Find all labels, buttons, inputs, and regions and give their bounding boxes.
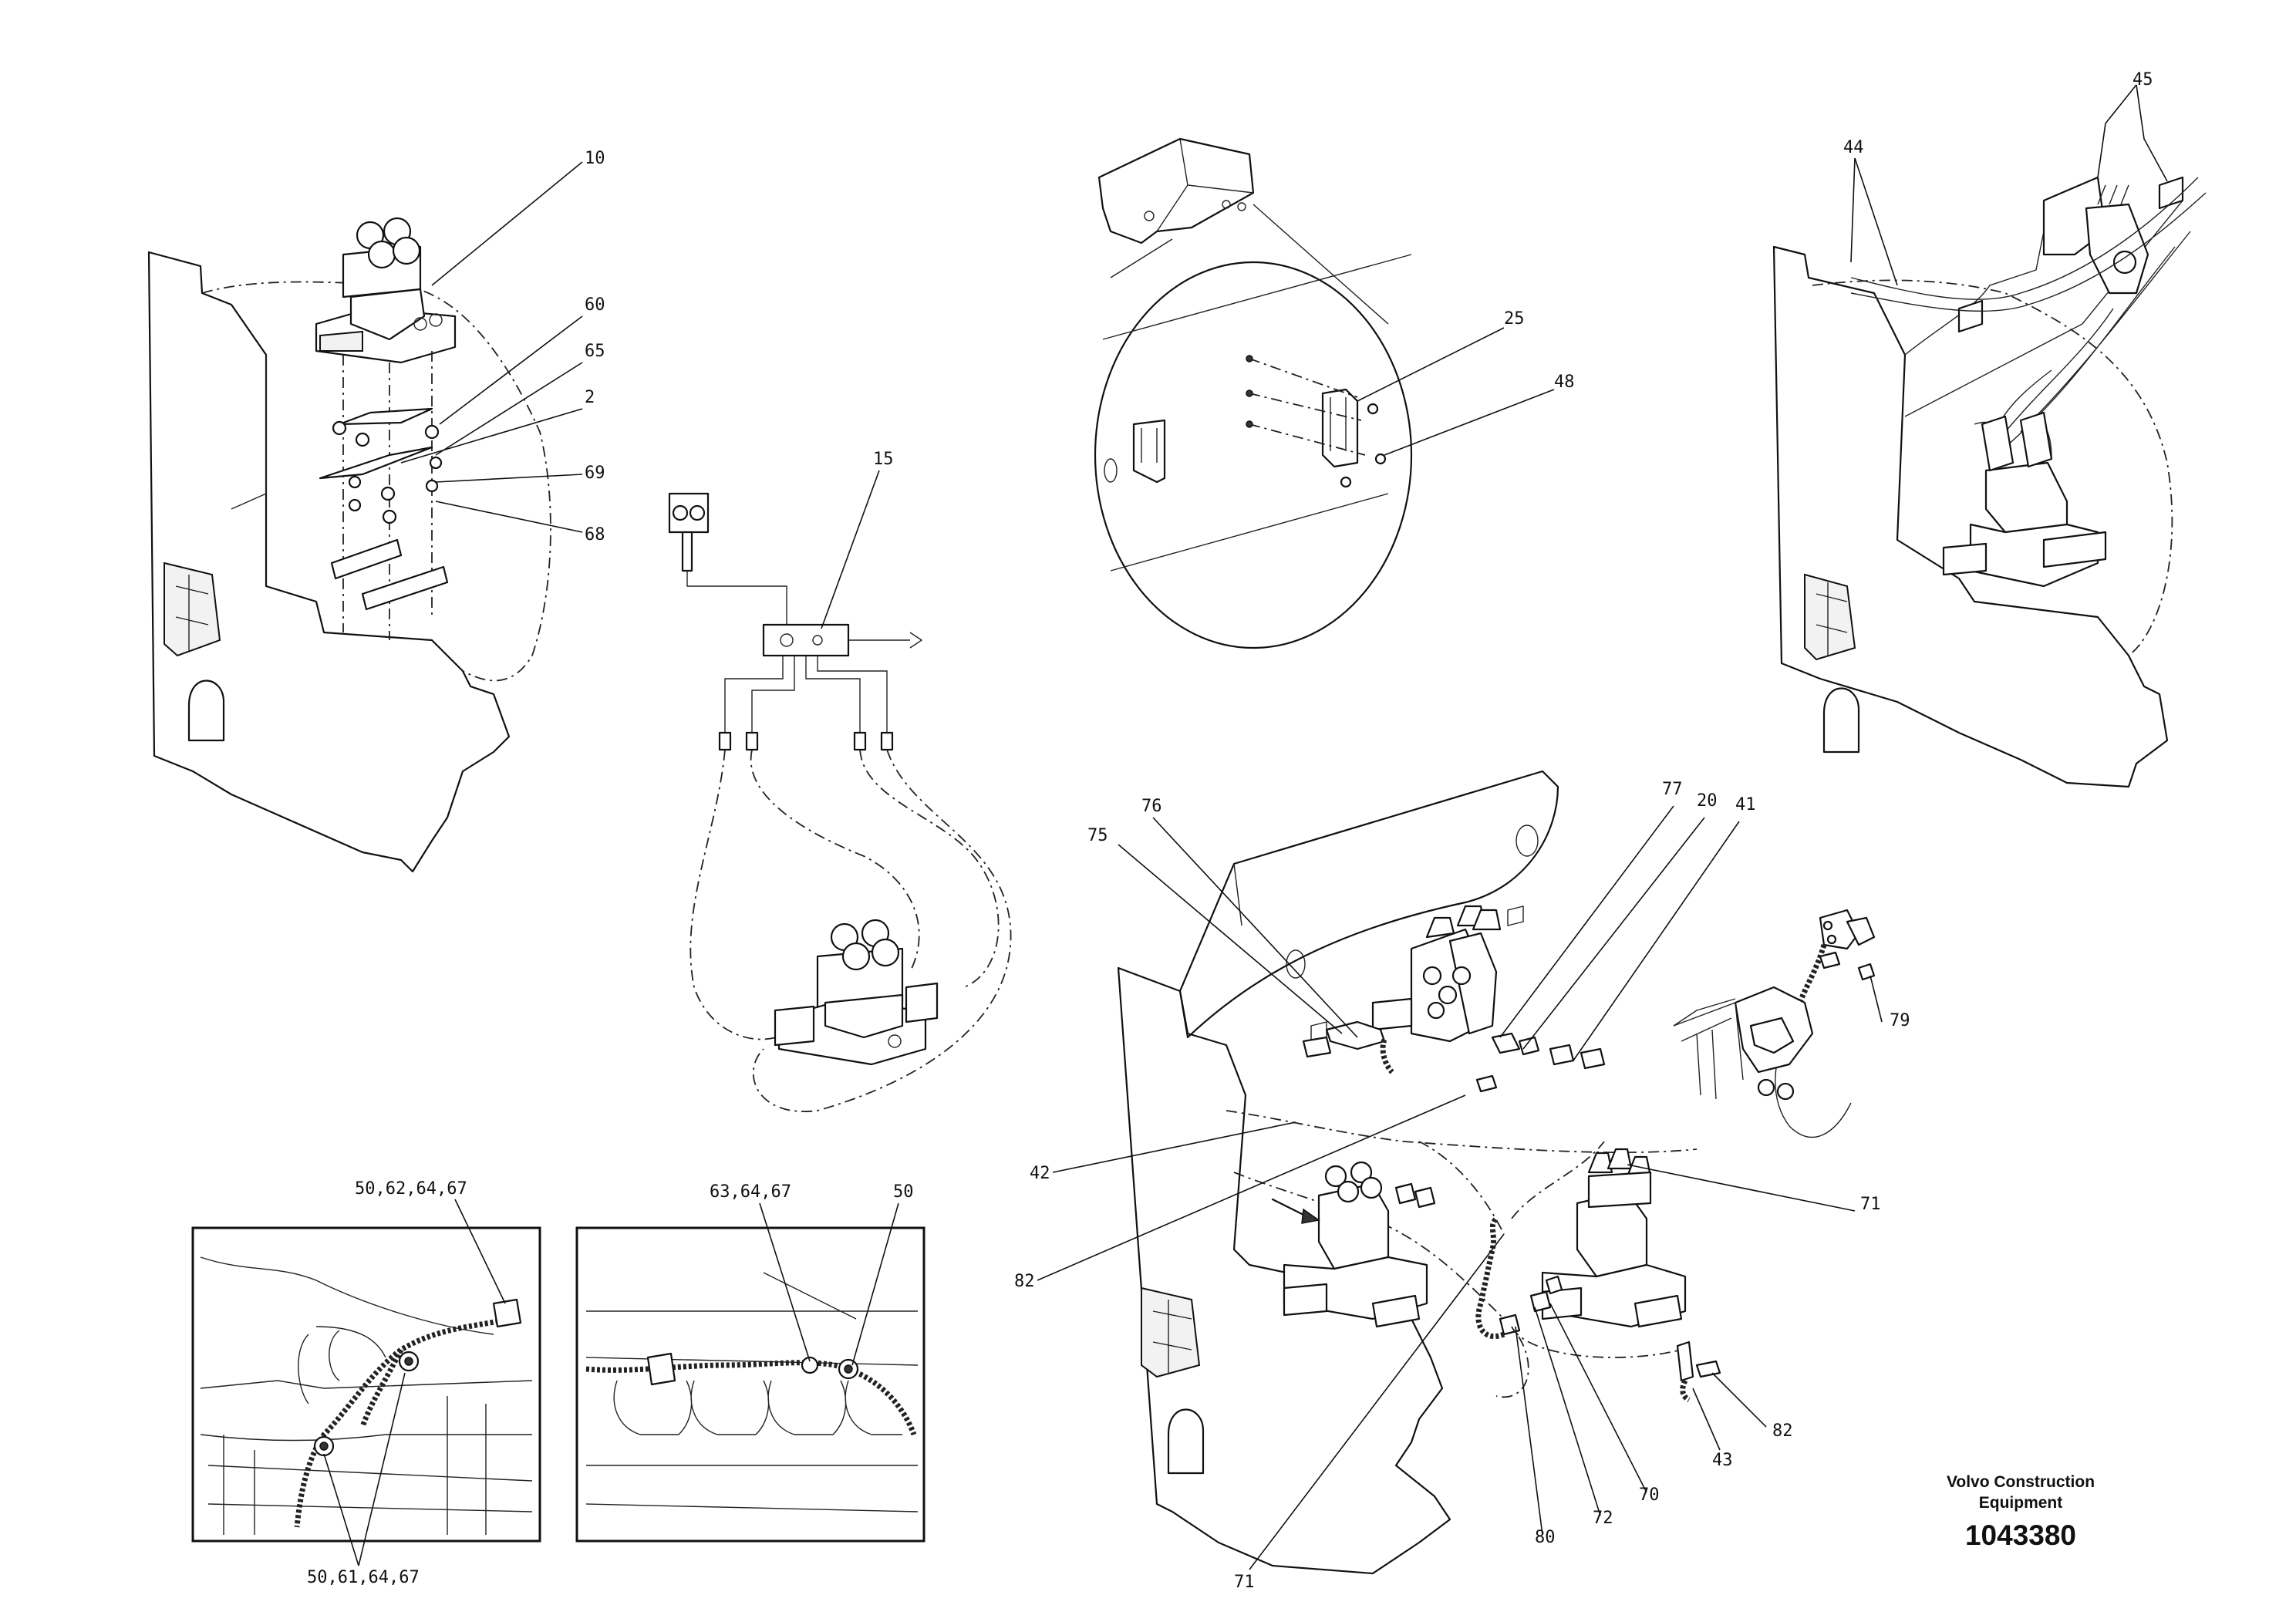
callout-41: 41	[1735, 795, 1756, 814]
callout-70: 70	[1639, 1485, 1660, 1505]
detail-b	[575, 1226, 925, 1543]
callouts-view-detail: 25 48	[1357, 309, 1575, 456]
company-line-1: Volvo Construction	[1947, 1473, 2095, 1491]
callout-15: 15	[873, 450, 894, 469]
callout-60: 60	[585, 295, 605, 315]
callout-detail-a-top: 50,62,64,67	[355, 1179, 467, 1199]
callout-65: 65	[585, 342, 605, 361]
callouts-view-right: 44 45	[1843, 70, 2168, 286]
callout-42: 42	[1030, 1164, 1050, 1183]
detail-a	[191, 1226, 541, 1543]
callout-45: 45	[2132, 70, 2153, 89]
callout-2: 2	[585, 388, 595, 407]
callout-detail-b-right: 50	[893, 1182, 914, 1202]
callouts-detail-b: 63,64,67 50	[710, 1182, 914, 1366]
view-assembled-right	[1772, 176, 2207, 788]
callout-82-right: 82	[1772, 1421, 1793, 1441]
callout-77: 77	[1662, 780, 1683, 799]
callouts-view-main: 75 76 77 20 41 79 42 71 82 71 82 43 70 7…	[1014, 780, 1910, 1592]
callout-43: 43	[1712, 1451, 1733, 1470]
callout-10: 10	[585, 149, 605, 168]
callout-76: 76	[1141, 797, 1162, 816]
callout-75: 75	[1087, 826, 1108, 845]
callout-44: 44	[1843, 138, 1864, 157]
drawing-number: 1043380	[1965, 1519, 2076, 1551]
callout-20: 20	[1697, 791, 1718, 811]
view-main-assembly	[1117, 770, 1876, 1575]
callout-71-upper: 71	[1860, 1195, 1881, 1214]
callout-79: 79	[1890, 1011, 1910, 1030]
callouts-detail-a: 50,62,64,67 50,61,64,67	[307, 1179, 506, 1587]
callouts-view-bracket: 10 60 65 2 69 68	[400, 149, 605, 545]
callout-25: 25	[1504, 309, 1525, 329]
callout-71-lower: 71	[1234, 1573, 1255, 1592]
view-switch-harness	[668, 492, 1012, 1113]
callout-detail-a-bottom: 50,61,64,67	[307, 1568, 420, 1587]
callouts-view-switch: 15	[821, 450, 894, 629]
company-line-2: Equipment	[1979, 1494, 2063, 1512]
callout-detail-b-left: 63,64,67	[710, 1182, 791, 1202]
view-bracket-assembly	[147, 217, 551, 873]
callout-72: 72	[1593, 1509, 1613, 1528]
callout-80: 80	[1535, 1528, 1556, 1547]
view-bracket-detail	[1094, 137, 1413, 649]
callout-69: 69	[585, 464, 605, 483]
callout-68: 68	[585, 525, 605, 545]
title-block: Volvo Construction Equipment 1043380	[1947, 1473, 2095, 1551]
callout-82-left: 82	[1014, 1272, 1035, 1291]
callout-48: 48	[1554, 373, 1575, 392]
